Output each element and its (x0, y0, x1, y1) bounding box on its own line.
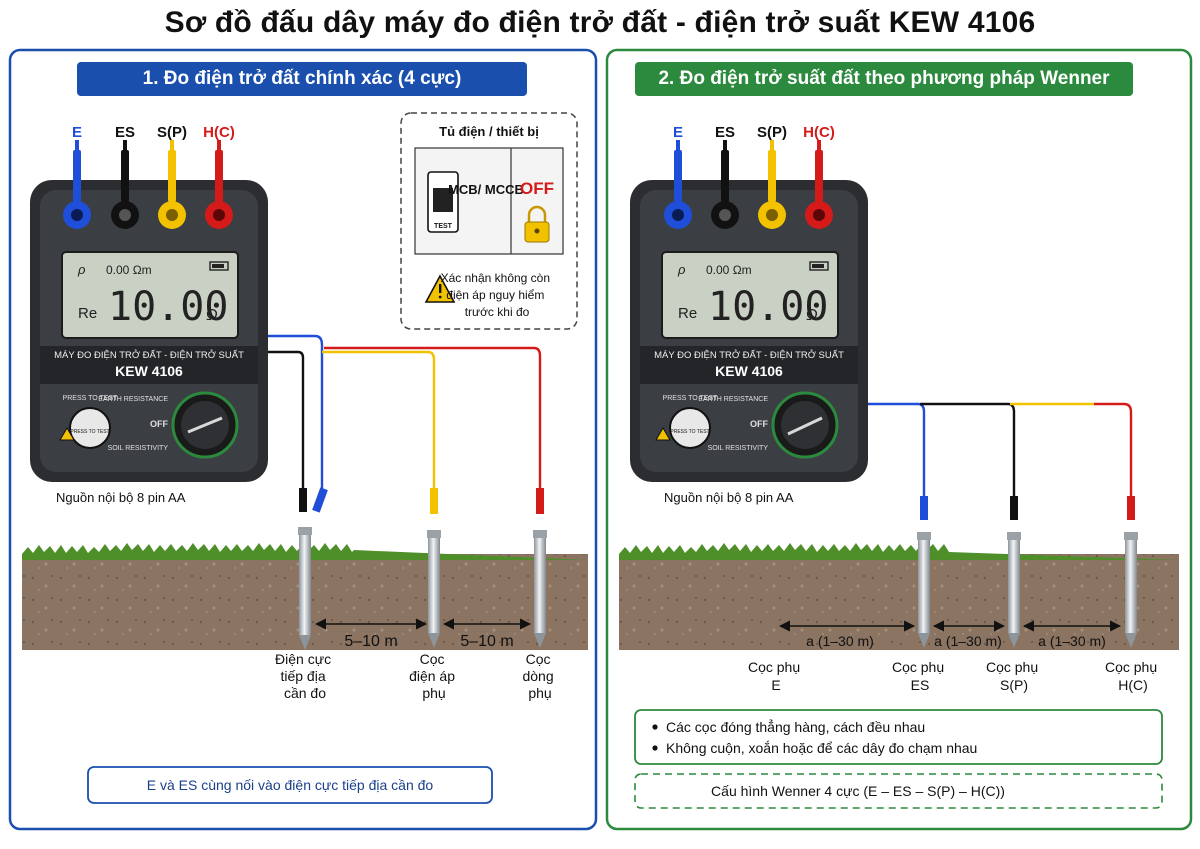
terminal-label-sp: S(P) (157, 124, 187, 141)
config-panel2: Cấu hình Wenner 4 cực (E – ES – S(P) – H… (711, 783, 1005, 799)
soil-layer-2 (619, 554, 1179, 650)
grass-strip-2 (619, 543, 1179, 560)
meter-caption: MÁY ĐO ĐIỆN TRỞ ĐẤT - ĐIỆN TRỞ SUẤT (54, 349, 244, 361)
panel2-frame (605, 48, 1193, 831)
meter-model-2: KEW 4106 (715, 363, 783, 379)
electrode-label-2: Cọc điện áp phụ (409, 651, 459, 701)
breaker-test: TEST (434, 223, 453, 230)
power-note-2: Nguồn nội bộ 8 pin AA (664, 490, 794, 505)
meter-kew4106-panel1 (30, 140, 268, 482)
lcd-top-reading-2: 0.00 Ωm (706, 263, 752, 277)
lcd-rho-2: ρ (677, 262, 686, 277)
safety-title: Tủ điện / thiết bị (439, 124, 539, 139)
note-panel2-1: Các cọc đóng thẳng hàng, cách đều nhau (666, 718, 925, 735)
dial-off: OFF (150, 419, 168, 429)
panel1-heading: 1. Đo điện trở đất chính xác (4 cực) (77, 62, 527, 96)
distance-label-1: 5–10 m (344, 633, 397, 650)
press-to-test-button-2[interactable] (669, 407, 711, 449)
terminal-label-es-2: ES (715, 124, 735, 141)
warning-icon (59, 427, 75, 441)
distance-label-2b: a (1–30 m) (934, 633, 1002, 649)
press-button-label-2: PRESS TO TEST (670, 429, 709, 435)
press-to-test-button[interactable] (69, 407, 111, 449)
press-button-label: PRESS TO TEST (70, 429, 109, 435)
terminal-label-hc-2: H(C) (803, 124, 835, 141)
lcd-display (61, 251, 239, 339)
notes-box-panel2 (634, 709, 1163, 765)
terminal-label-e: E (72, 124, 82, 141)
lcd-rho: ρ (77, 262, 86, 277)
terminal-label-sp-2: S(P) (757, 124, 787, 141)
note-panel2-2: Không cuộn, xoắn hoặc để các dây đo chạm… (666, 740, 977, 756)
potential-stake (427, 488, 441, 648)
dial-off-2: OFF (750, 419, 768, 429)
meter-model: KEW 4106 (115, 363, 183, 379)
warning-triangle-icon (424, 274, 456, 303)
note-panel1: E và ES cùng nối vào điện cực tiếp địa c… (147, 777, 434, 793)
lcd-mode-2: Re (678, 305, 697, 322)
off-label: OFF (520, 179, 554, 198)
lcd-unit-2: Ω (806, 307, 818, 324)
dial-earth-2: EARTH RESISTANCE (698, 396, 768, 403)
panel1-frame (8, 48, 598, 831)
lcd-mode: Re (78, 305, 97, 322)
dial-soil-2: SOIL RESISTIVITY (708, 445, 769, 452)
electrode-label-1: Điện cực tiếp địa cần đo (275, 651, 335, 701)
power-note: Nguồn nội bộ 8 pin AA (56, 490, 186, 505)
test-leads-panel1 (268, 334, 542, 505)
lcd-unit: Ω (206, 307, 218, 324)
breaker-label: MCB/ MCCB (448, 182, 524, 197)
lock-icon (524, 205, 550, 243)
distance-label-2c: a (1–30 m) (1038, 633, 1106, 649)
lcd-top-reading: 0.00 Ωm (106, 263, 152, 277)
panel2-heading: 2. Đo điện trở suất đất theo phương pháp… (635, 62, 1133, 96)
electrode-under-test (298, 487, 328, 650)
safety-box (400, 112, 578, 330)
terminal-label-hc: H(C) (203, 124, 235, 141)
meter-caption-2: MÁY ĐO ĐIỆN TRỞ ĐẤT - ĐIỆN TRỞ SUẤT (654, 349, 844, 361)
safety-warning: Xác nhận không còn điện áp nguy hiểm trư… (441, 271, 554, 319)
press-label: PRESS TO TEST (63, 395, 119, 402)
aux-stake-label-es: Cọc phụ ES (892, 659, 948, 693)
dial-soil: SOIL RESISTIVITY (108, 445, 169, 452)
note-box-panel1 (87, 766, 493, 804)
current-stake (533, 488, 547, 648)
page-title: Sơ đồ đấu dây máy đo điện trở đất - điện… (164, 6, 1036, 39)
test-leads-panel2 (868, 402, 1133, 505)
meter-kew4106-panel2 (630, 140, 868, 482)
distance-label-2a: a (1–30 m) (806, 633, 874, 649)
aux-stake-label-hc: Cọc phụ H(C) (1105, 659, 1161, 693)
aux-stake-label-sp: Cọc phụ S(P) (986, 659, 1042, 693)
terminal-label-e-2: E (673, 124, 683, 141)
press-label-2: PRESS TO TEST (663, 395, 719, 402)
config-box-panel2 (634, 773, 1163, 809)
terminal-label-es: ES (115, 124, 135, 141)
distance-label-2: 5–10 m (460, 633, 513, 650)
aux-stake-label-e: Cọc phụ E (748, 659, 804, 693)
dial-earth: EARTH RESISTANCE (98, 396, 168, 403)
electrode-label-3: Cọc dòng phụ (522, 651, 557, 701)
stakes-panel2 (917, 496, 1138, 648)
lcd-value: 10.00 (108, 284, 228, 330)
lcd-value-2: 10.00 (708, 284, 828, 330)
terminal-jacks (63, 201, 233, 229)
